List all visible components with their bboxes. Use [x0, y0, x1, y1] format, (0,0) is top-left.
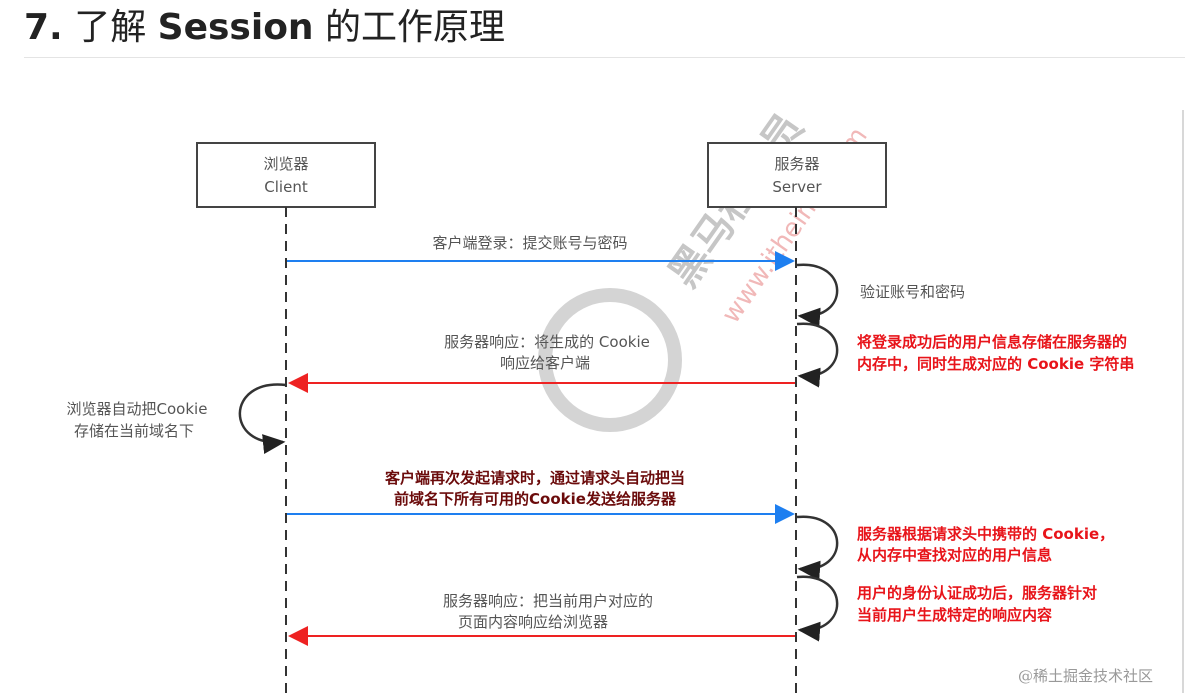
- cookie-request-label: 客户端再次发起请求时，通过请求头自动把当: [384, 469, 685, 487]
- server-actor: 服务器 Server: [707, 142, 887, 208]
- auth-note: 用户的身份认证成功后，服务器针对: [857, 584, 1097, 602]
- login-request-label: 客户端登录：提交账号与密码: [432, 234, 627, 252]
- svg-text:响应给客户端: 响应给客户端: [500, 354, 590, 372]
- verify-loop: [796, 263, 839, 328]
- verify-note: 验证账号和密码: [860, 283, 965, 301]
- client-actor: 浏览器 Client: [196, 142, 376, 208]
- divider: [24, 57, 1185, 58]
- svg-text:Server: Server: [772, 178, 822, 196]
- client-store-loop: [238, 383, 287, 454]
- image-border: [1182, 110, 1184, 693]
- svg-text:存储在当前域名下: 存储在当前域名下: [74, 422, 194, 440]
- auth-loop: [796, 575, 839, 642]
- lookup-note: 服务器根据请求头中携带的 Cookie，: [857, 525, 1114, 543]
- svg-text:前域名下所有可用的Cookie发送给服务器: 前域名下所有可用的Cookie发送给服务器: [394, 490, 677, 508]
- client-store-note: 浏览器自动把Cookie: [67, 400, 208, 418]
- svg-text:从内存中查找对应的用户信息: 从内存中查找对应的用户信息: [857, 546, 1052, 564]
- response2-label: 服务器响应：把当前用户对应的: [443, 592, 653, 610]
- response1-label: 服务器响应：将生成的 Cookie: [444, 333, 650, 351]
- svg-text:Client: Client: [264, 178, 308, 196]
- lookup-loop: [796, 515, 839, 581]
- page-title: 7. 了解 Session 的工作原理: [24, 7, 506, 48]
- svg-text:当前用户生成特定的响应内容: 当前用户生成特定的响应内容: [857, 606, 1052, 624]
- server-label: 服务器: [774, 155, 819, 173]
- store-note: 将登录成功后的用户信息存储在服务器的: [857, 333, 1127, 351]
- svg-text:页面内容响应给浏览器: 页面内容响应给浏览器: [458, 613, 608, 631]
- client-label: 浏览器: [263, 155, 308, 173]
- store-loop: [796, 322, 839, 388]
- svg-text:内存中，同时生成对应的 Cookie 字符串: 内存中，同时生成对应的 Cookie 字符串: [857, 355, 1134, 373]
- juejin-watermark: @稀土掘金技术社区: [1018, 667, 1154, 685]
